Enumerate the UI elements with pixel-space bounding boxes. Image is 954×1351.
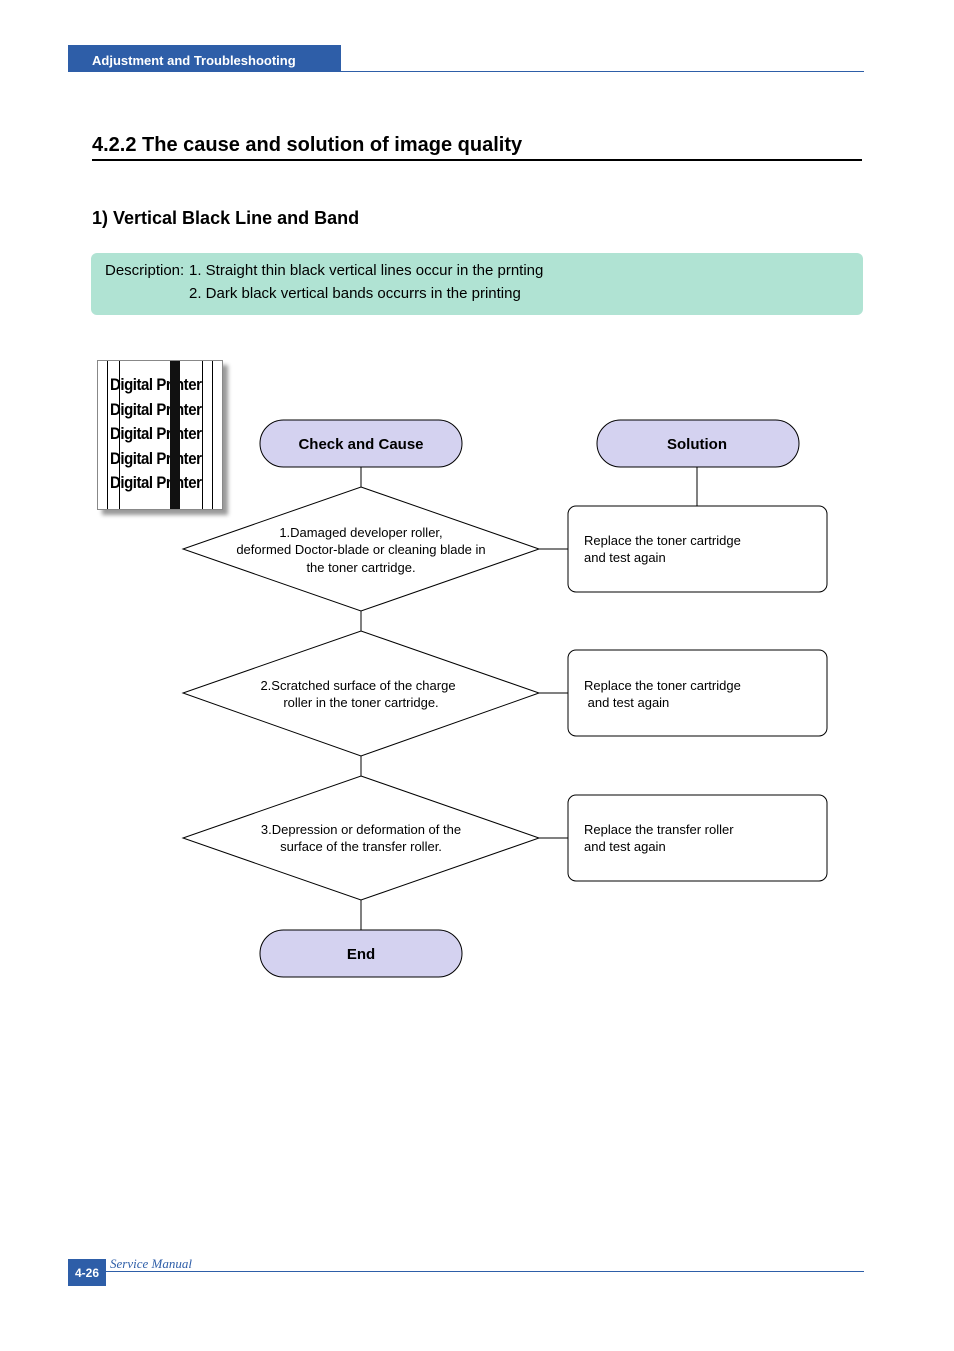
footer-rule [106,1271,864,1272]
solution-box-2 [567,649,828,737]
solution-1-line-2: and test again [584,550,666,565]
section-title: 4.2.2 The cause and solution of image qu… [92,134,523,156]
subsection-title: 1) Vertical Black Line and Band [92,208,360,228]
description-box: Description: 1. Straight thin black vert… [91,253,863,315]
description-label: Description: [105,262,185,279]
defect-sample-print: Digital Printer Digital Printer Digital … [97,360,223,510]
header-section-tab: Adjustment and Troubleshooting [68,45,341,72]
solution-box-3 [567,794,828,882]
cause-decision-2 [181,630,541,757]
solution-1-line-1: Replace the toner cartridge [584,533,741,548]
cause-2-line-1: 2.Scratched surface of the charge [260,678,455,693]
section-title-underline [92,159,862,161]
end-label: End [347,946,375,963]
vertical-black-band [170,361,180,509]
cause-decision-3 [181,775,541,901]
header-rule [68,71,864,72]
cause-2-line-2: roller in the toner cartridge. [283,695,438,710]
check-and-cause-label: Check and Cause [298,436,423,453]
solution-3-line-2: and test again [584,839,666,854]
footer-manual-label: Service Manual [110,1256,192,1271]
cause-3-line-1: 3.Depression or deformation of the [261,822,461,837]
solution-box-1 [567,505,828,593]
cause-3-line-2: surface of the transfer roller. [280,839,442,854]
cause-1-line-2: deformed Doctor-blade or cleaning blade … [236,542,485,557]
solution-3-line-1: Replace the transfer roller [584,822,734,837]
description-line-2: 2. Dark black vertical bands occurrs in … [189,285,521,302]
solution-2-line-1: Replace the toner cartridge [584,678,741,693]
vertical-black-line [119,361,120,509]
vertical-black-line [202,361,203,509]
solution-label: Solution [667,436,727,453]
cause-decision-1 [181,486,541,612]
cause-1-line-3: the toner cartridge. [306,560,415,575]
check-and-cause-terminal [259,419,463,468]
vertical-black-line [107,361,108,509]
cause-1-line-1: 1.Damaged developer roller, [279,525,442,540]
solution-2-line-2: and test again [584,695,669,710]
vertical-black-line [212,361,213,509]
page-number-badge: 4-26 [68,1259,106,1286]
solution-terminal [596,419,800,468]
end-terminal [259,929,463,978]
description-line-1: 1. Straight thin black vertical lines oc… [189,262,544,279]
